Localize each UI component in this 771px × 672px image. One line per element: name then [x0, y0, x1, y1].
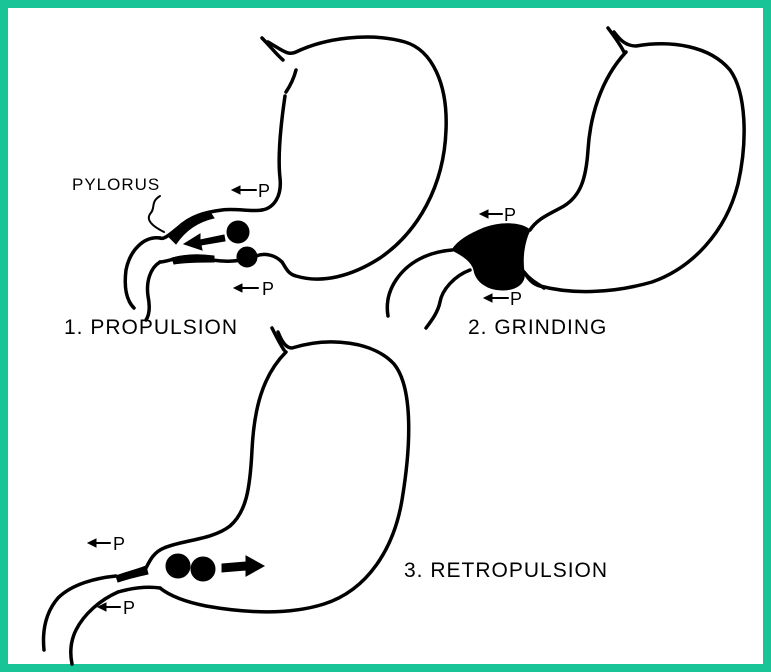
pylorus-wall-lower-1	[172, 255, 214, 264]
lesser-curvature-2	[530, 52, 626, 230]
lesser-curvature-3	[146, 352, 286, 568]
pressure-marker-lower-1: P	[234, 279, 275, 299]
antrum-contraction-2	[452, 224, 530, 290]
antrum-wall-lower-2	[524, 272, 544, 288]
pressure-marker-upper-1: P	[232, 181, 271, 201]
panel2-caption: 2. GRINDING	[468, 316, 607, 339]
stomach-outline-2	[524, 32, 744, 292]
food-particle	[237, 247, 257, 267]
duodenum-1	[125, 238, 160, 320]
pressure-label: P	[123, 598, 136, 618]
pylorus-pointer	[149, 196, 164, 232]
pressure-label: P	[258, 181, 271, 201]
pressure-label: P	[504, 205, 517, 225]
food-particle	[166, 554, 190, 578]
food-particle	[191, 557, 215, 581]
panel1-caption: 1. PROPULSION	[64, 316, 238, 339]
retropulsion-arrow	[222, 556, 264, 576]
pressure-label: P	[510, 289, 523, 309]
panel3-caption: 3. RETROPULSION	[404, 559, 608, 582]
stomach-outline-1	[268, 37, 446, 279]
pressure-label: P	[262, 279, 275, 299]
propulsion-arrow	[184, 234, 225, 250]
pressure-marker-lower-2: P	[484, 289, 523, 309]
pylorus-label: PYLORUS	[72, 175, 160, 194]
panel-retropulsion: P P 3. RETROPULSION	[44, 328, 609, 664]
pressure-marker-upper-3: P	[88, 534, 126, 554]
panel-grinding: P P 2. GRINDING	[387, 28, 744, 339]
antrum-lower-wall-3	[118, 587, 160, 592]
pressure-label: P	[113, 534, 126, 554]
duodenum-2	[387, 250, 470, 328]
food-particle	[227, 221, 249, 243]
pressure-marker-upper-2: P	[480, 205, 517, 225]
duodenum-3	[44, 576, 118, 664]
pylorus-wall-3	[116, 566, 148, 582]
